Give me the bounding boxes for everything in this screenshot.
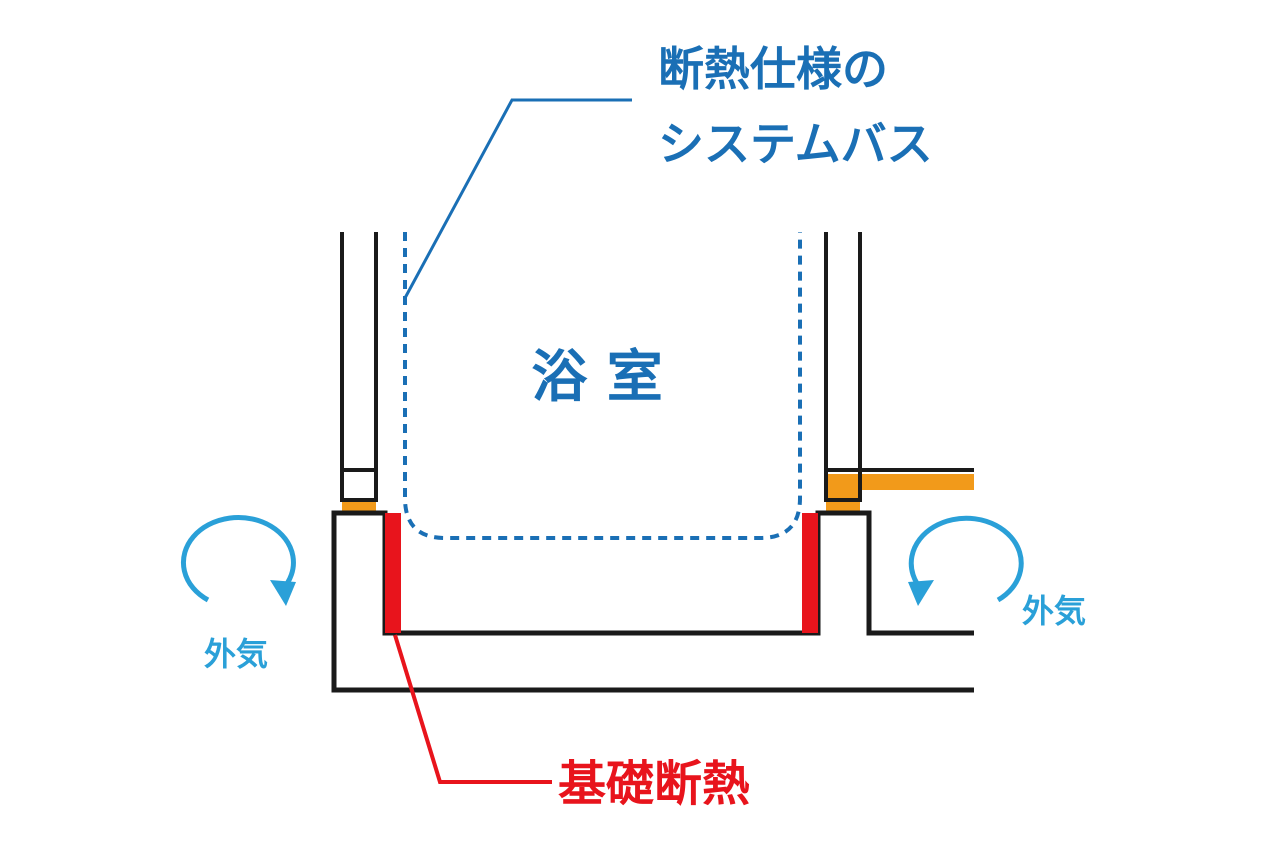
outside-air-right-arrow-icon [908, 515, 1024, 606]
right-sill-orange [826, 474, 860, 498]
foundation-insulation-leader [393, 634, 552, 784]
outside-air-right-label: 外気 [1022, 592, 1086, 630]
foundation-insulation-right [802, 513, 818, 633]
left-wall [340, 232, 378, 502]
system-bath-label-line1: 断熱仕様の [658, 42, 888, 96]
left-sill-orange [342, 502, 376, 512]
right-sill-block [824, 468, 862, 502]
bathroom-label: 浴 室 [531, 345, 663, 410]
foundation-insulation-left [385, 513, 401, 633]
outside-air-left-arrow-icon [180, 515, 296, 606]
right-wall [824, 232, 862, 470]
right-sill-orange-lower [826, 502, 860, 512]
system-bath-leader-line [403, 98, 632, 299]
foundation-outline [331, 510, 974, 693]
outside-air-left-label: 外気 [204, 635, 268, 673]
foundation-insulation-label: 基礎断熱 [558, 756, 750, 812]
system-bath-outline [403, 232, 802, 540]
right-floor-insulation [860, 474, 974, 490]
system-bath-label-line2: システムバス [658, 117, 933, 171]
